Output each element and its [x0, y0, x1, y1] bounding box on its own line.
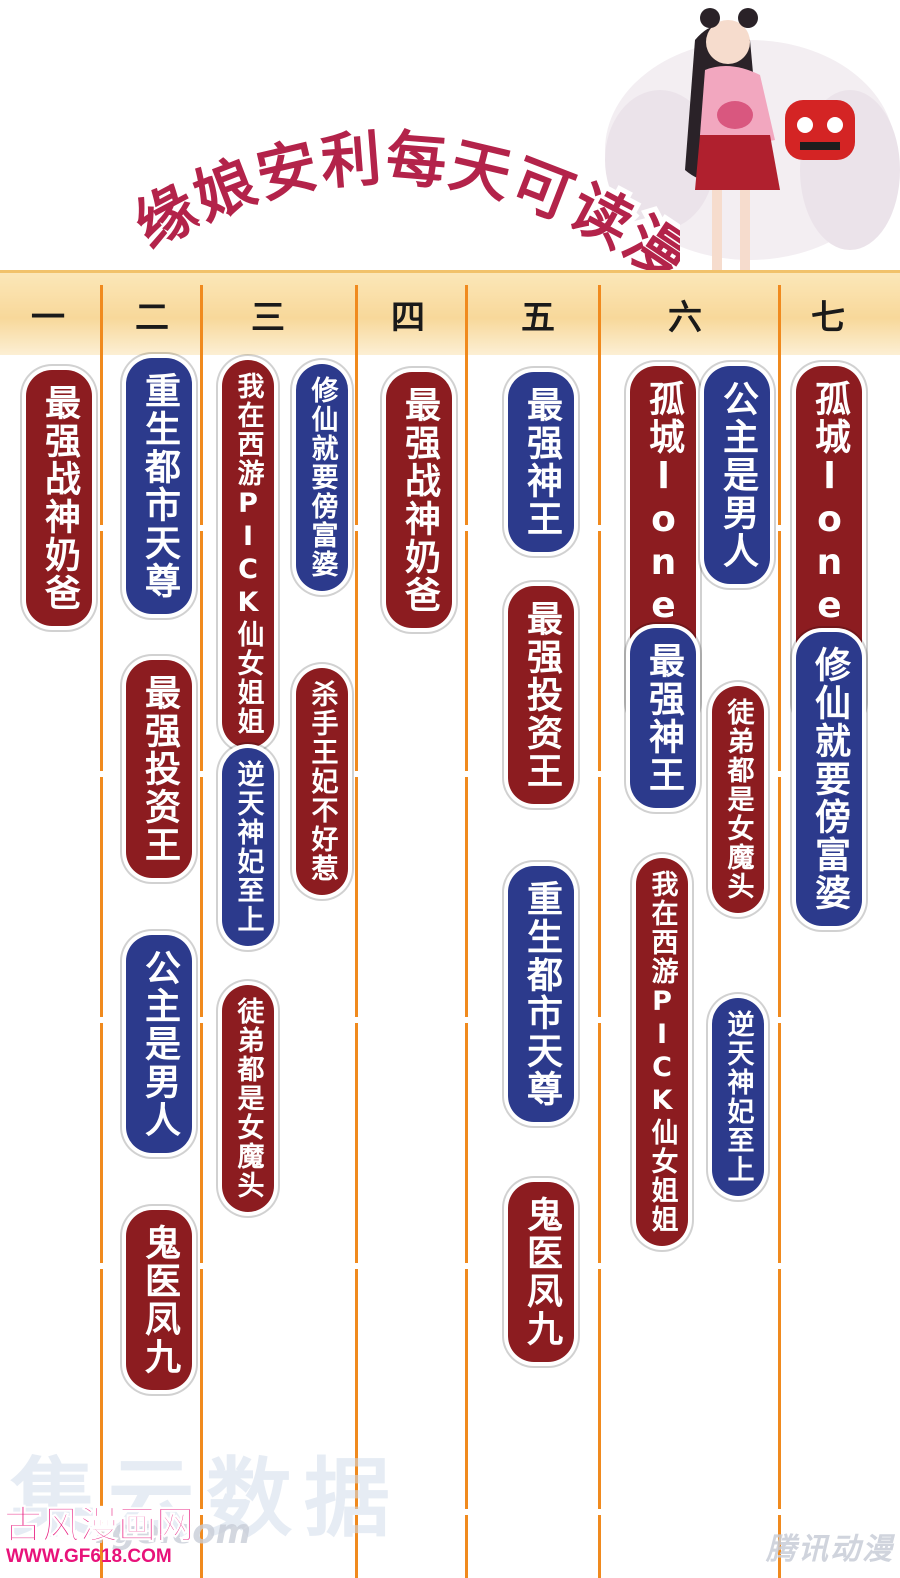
day-label-sat: 六 — [668, 298, 702, 338]
comic-title-pill[interactable]: 公主是男人 — [704, 366, 770, 584]
day-label-thu: 四 — [391, 298, 425, 338]
comic-title-pill[interactable]: 鬼医凤九 — [126, 1210, 192, 1390]
site-logo: 古风漫画网 — [3, 1503, 195, 1548]
day-label-mon: 一 — [31, 298, 65, 338]
banner-title: 缘娘安利每天可读漫画 — [84, 60, 705, 302]
watermark-url: rge.com — [95, 1512, 252, 1552]
day-header-band — [0, 270, 900, 355]
comic-title-pill[interactable]: 杀手王妃不好惹 — [296, 668, 348, 895]
comic-title-pill[interactable]: 徒弟都是女魔头 — [712, 686, 764, 913]
day-label-tue: 二 — [135, 298, 169, 338]
watermark-text: 集云数据 — [10, 1449, 402, 1549]
comic-title-pill[interactable]: 最强投资王 — [126, 660, 192, 878]
banner-title-text: 缘娘安利每天可读漫画 — [84, 60, 705, 302]
column-divider — [200, 285, 203, 1578]
comic-title-pill[interactable]: 重生都市天尊 — [126, 358, 192, 614]
column-divider — [355, 285, 358, 1578]
column-divider — [778, 285, 781, 1578]
comic-title-pill[interactable]: 最强投资王 — [508, 586, 574, 804]
column-divider — [465, 285, 468, 1578]
comic-title-pill[interactable]: 逆天神妃至上 — [222, 748, 274, 946]
comic-title-pill[interactable]: 我在西游PICK仙女姐姐 — [636, 858, 688, 1246]
comic-title-pill[interactable]: 修仙就要傍富婆 — [296, 364, 348, 591]
day-label-fri: 五 — [521, 298, 555, 338]
mascot-illustration — [600, 0, 900, 320]
comic-title-pill[interactable]: 最强神王 — [630, 628, 696, 808]
column-divider — [598, 285, 601, 1578]
day-label-wed: 三 — [251, 298, 285, 338]
comic-title-pill[interactable]: 最强战神奶爸 — [26, 370, 92, 626]
comic-title-pill[interactable]: 最强神王 — [508, 372, 574, 552]
site-logo-url: WWW.GF618.COM — [6, 1546, 172, 1567]
comic-title-pill[interactable]: 鬼医凤九 — [508, 1182, 574, 1362]
comic-title-pill[interactable]: 修仙就要傍富婆 — [796, 632, 862, 926]
comic-title-pill[interactable]: 逆天神妃至上 — [712, 998, 764, 1196]
svg-text:缘娘安利每天可读漫画: 缘娘安利每天可读漫画 — [120, 120, 680, 290]
comic-title-pill[interactable]: 徒弟都是女魔头 — [222, 985, 274, 1212]
comic-title-pill[interactable]: 重生都市天尊 — [508, 866, 574, 1122]
comic-title-pill[interactable]: 最强战神奶爸 — [386, 372, 452, 628]
day-label-sun: 七 — [811, 298, 845, 338]
watermark-logo-right: 腾讯动漫 — [766, 1532, 894, 1567]
comic-title-pill[interactable]: 公主是男人 — [126, 935, 192, 1153]
column-divider — [100, 285, 103, 1578]
comic-title-pill[interactable]: 我在西游PICK仙女姐姐 — [222, 360, 274, 748]
